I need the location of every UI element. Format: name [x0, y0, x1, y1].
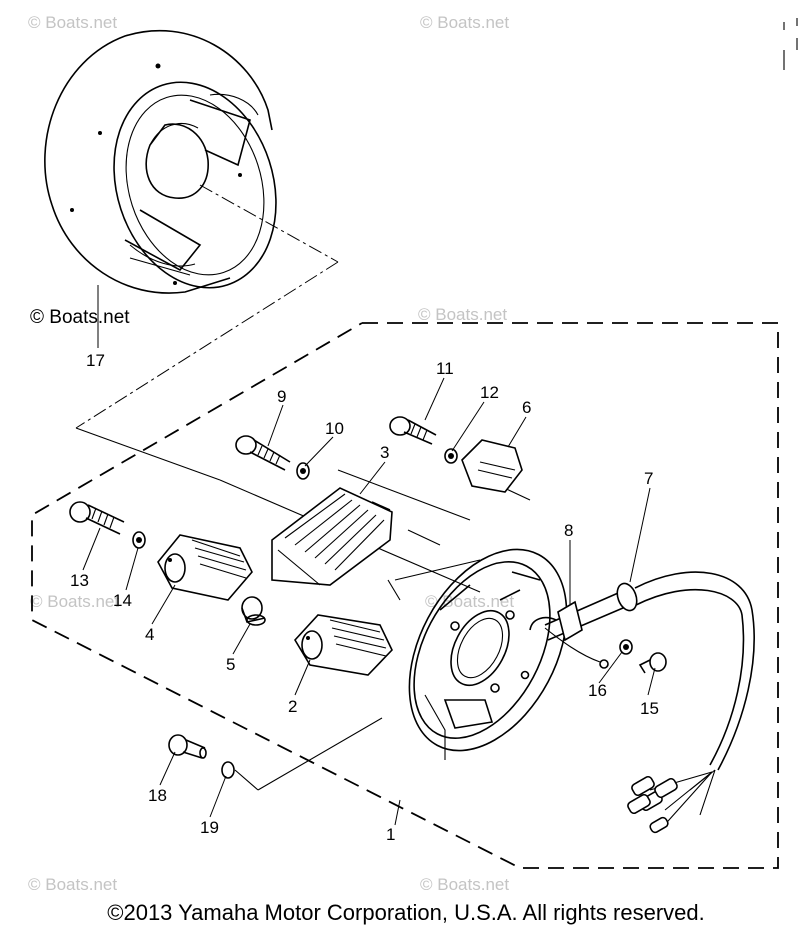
part-label-4: 4: [145, 625, 154, 644]
watermark: © Boats.net: [420, 875, 509, 894]
washer-16: [619, 639, 633, 655]
assembly-boundary: [31, 322, 779, 869]
part-label-15: 15: [640, 699, 659, 718]
part-label-6: 6: [522, 398, 531, 417]
part-label-11: 11: [436, 359, 454, 378]
watermark: © Boats.net: [30, 592, 119, 611]
collar: [241, 596, 266, 626]
washer-19: [221, 761, 235, 779]
part-label-16: 16: [588, 681, 607, 700]
watermark: © Boats.net: [28, 875, 117, 894]
pulser-coil: [461, 439, 523, 493]
part-label-19: 19: [200, 818, 219, 837]
part-label-7: 7: [644, 469, 653, 488]
washer-14: [132, 531, 146, 549]
screw-9: [235, 435, 291, 471]
part-label-5: 5: [226, 655, 235, 674]
copyright-notice: ©2013 Yamaha Motor Corporation, U.S.A. A…: [107, 900, 705, 925]
part-label-12: 12: [480, 383, 499, 402]
washer-10: [296, 462, 310, 480]
part-label-3: 3: [380, 443, 389, 462]
part-label-13: 13: [70, 571, 89, 590]
screw-11: [389, 416, 437, 445]
part-label-17: 17: [86, 351, 105, 370]
part-label-2: 2: [288, 697, 297, 716]
part-label-18: 18: [148, 786, 167, 805]
wire-clamp: [529, 600, 583, 642]
watermark: © Boats.net: [418, 305, 507, 324]
wire-harness: [544, 571, 755, 834]
screw-13: [69, 501, 125, 535]
edge-marks: [783, 18, 798, 70]
source-coil-2: [294, 614, 393, 676]
part-label-14: 14: [113, 591, 132, 610]
part-label-1: 1: [386, 825, 395, 844]
watermark: © Boats.net: [28, 13, 117, 32]
watermark-overlay: © Boats.net: [30, 307, 130, 328]
watermark: © Boats.net: [420, 13, 509, 32]
washer-12: [444, 448, 458, 464]
part-label-9: 9: [277, 387, 286, 406]
source-coil-4: [157, 534, 253, 601]
screw-15: [638, 652, 667, 674]
flywheel-rotor: [44, 29, 277, 294]
flywheel-centerline: [199, 184, 339, 263]
stator-base-plate: [408, 548, 568, 760]
screw-18: [168, 734, 207, 759]
leader-lines: [82, 285, 656, 826]
charge-coil: [271, 487, 393, 586]
part-label-10: 10: [325, 419, 344, 438]
part-label-8: 8: [564, 521, 573, 540]
